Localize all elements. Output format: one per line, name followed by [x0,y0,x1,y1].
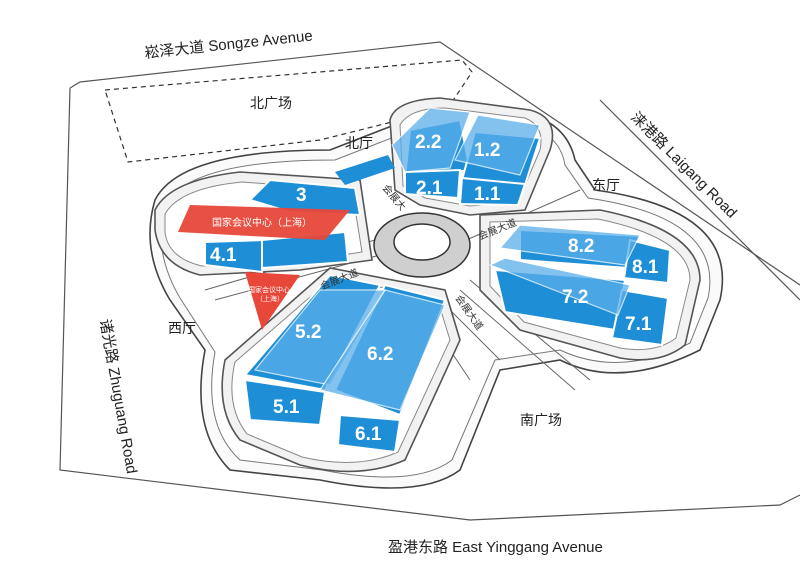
ncc-label-small-2: （上海） [256,294,284,303]
hall-label-1-1: 1.1 [474,184,501,205]
hall-6-1 [336,413,402,454]
hall-label-4-1: 4.1 [210,245,237,266]
road-label-north: 崧泽大道 Songze Avenue [144,27,314,62]
ncc-large-block [178,205,350,240]
road-label-west: 诸光路 Zhuguang Road [96,318,140,475]
hall-label-7-2: 7.2 [562,287,588,308]
area-south-plaza: 南广场 [520,412,562,428]
hall-label-2-2: 2.2 [415,132,441,153]
ncc-label-large: 国家会议中心（上海） [212,216,312,229]
hall-label-2-1: 2.1 [416,178,443,199]
area-east-hall: 东厅 [592,177,620,193]
hall-label-5-1: 5.1 [273,397,300,418]
central-ring [373,212,471,278]
site-boundary [59,41,800,521]
area-north-plaza: 北广场 [250,95,292,111]
hall-label-8-1: 8.1 [632,257,659,278]
ncc-label-small-1: 国家会议中心 [248,285,290,294]
ncc-small-block [245,272,300,330]
hall-label-3: 3 [296,185,307,206]
road-label-south: 盈港东路 East Yinggang Avenue [388,539,603,556]
hall-7-1 [610,288,670,347]
north-hall-strip [335,155,395,185]
hall-label-6-1: 6.1 [355,424,382,445]
hall-label-6-2: 6.2 [367,344,393,365]
hall-4-1 [204,238,267,274]
roof-overlays [253,107,641,411]
hall-8-1 [622,238,672,285]
hall-label-1-2: 1.2 [474,140,500,161]
area-west-hall: 西厅 [168,320,196,336]
east-road-line [599,99,800,301]
hall-label-7-1: 7.1 [625,314,652,335]
hall-2-1 [404,168,462,200]
hall-label-5-2: 5.2 [295,322,321,343]
area-north-hall: 北厅 [345,135,373,151]
hall-1-1 [458,176,527,207]
hall-label-8-2: 8.2 [568,236,594,257]
hall-5-1 [243,378,327,427]
